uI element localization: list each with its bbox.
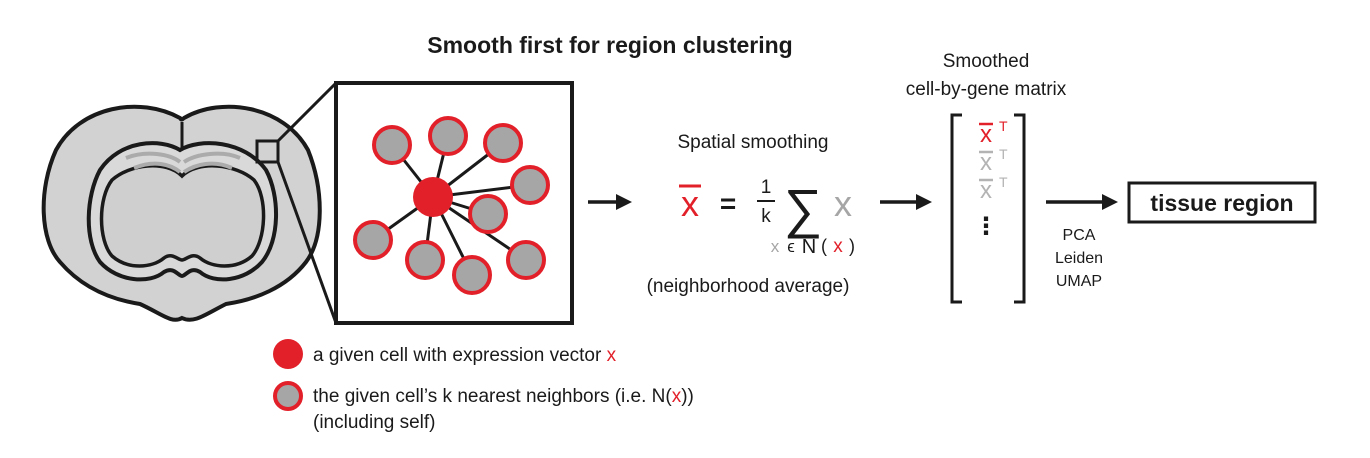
matrix-row-base: x: [980, 177, 992, 204]
neighbor-cell: [353, 220, 393, 260]
formula-lhs: x: [681, 183, 699, 224]
formula-sub-set: N: [802, 236, 816, 258]
matrix-row-1: x T: [979, 118, 1008, 148]
figure-title: Smooth first for region clustering: [427, 32, 792, 58]
tissue-region-label: tissue region: [1150, 190, 1293, 216]
formula-sub-arg: x: [833, 236, 843, 257]
formula-sub-close: ): [849, 236, 855, 256]
matrix-row-sup: T: [999, 174, 1008, 190]
smoothing-heading: Spatial smoothing: [677, 132, 828, 153]
center-cell: [413, 177, 453, 217]
matrix-row-base: x: [980, 121, 992, 148]
matrix-bracket-left: [950, 113, 962, 304]
matrix-heading-line1: Smoothed: [943, 51, 1030, 72]
neighbor-cell: [483, 123, 523, 163]
matrix-ellipsis: ⋮: [974, 213, 998, 240]
matrix-row-sup: T: [999, 146, 1008, 162]
legend: a given cell with expression vector x th…: [273, 339, 694, 433]
matrix-row-2: x T: [979, 146, 1008, 176]
zoom-line-top: [276, 81, 338, 143]
neighbor-cell: [428, 116, 468, 156]
neighbor-cell: [452, 255, 492, 295]
matrix-row-sup: T: [999, 118, 1008, 134]
smoothing-caption: (neighborhood average): [647, 276, 850, 297]
formula-sub-in: ϵ: [787, 237, 795, 256]
neighbor-cell: [510, 165, 550, 205]
zoom-selection-box: [255, 139, 280, 164]
arrow-to-region: [1046, 194, 1118, 210]
method-pca: PCA: [1063, 227, 1096, 244]
legend-item-2: the given cell’s k nearest neighbors (i.…: [313, 386, 694, 407]
neighbor-cell: [372, 125, 412, 165]
formula-equals: =: [720, 188, 736, 219]
formula-frac-den: k: [761, 206, 771, 227]
formula-sum: ∑: [784, 179, 823, 239]
legend-item-1: a given cell with expression vector x: [313, 345, 617, 366]
method-leiden: Leiden: [1055, 250, 1103, 267]
tissue-region-box: [1127, 181, 1317, 224]
matrix-row-3: x T: [979, 174, 1008, 204]
arrow-to-smoothing: [588, 194, 632, 210]
matrix-row-base: x: [980, 149, 992, 176]
matrix-bracket-right: [1014, 113, 1026, 304]
neighbor-cell: [506, 240, 546, 280]
brain-section-illustration: [41, 104, 322, 322]
formula-summand: x: [834, 183, 852, 224]
legend-center-cell-marker: [273, 339, 303, 369]
zoom-line-bottom: [276, 161, 338, 324]
matrix-heading-line2: cell-by-gene matrix: [906, 79, 1067, 100]
method-umap: UMAP: [1056, 273, 1102, 290]
legend-item-2-line2: (including self): [313, 412, 436, 433]
neighbor-cells: [353, 116, 550, 295]
arrow-to-matrix: [880, 194, 932, 210]
smoothing-formula: x = 1 k ∑ x x ϵ N ( x ): [679, 177, 855, 258]
formula-frac-num: 1: [761, 177, 772, 198]
formula-sub-var: x: [771, 237, 780, 256]
neighbor-cell: [405, 240, 445, 280]
formula-sub-open: (: [821, 236, 827, 256]
neighbor-cell: [468, 194, 508, 234]
legend-neighbor-cell-marker: [273, 381, 303, 411]
